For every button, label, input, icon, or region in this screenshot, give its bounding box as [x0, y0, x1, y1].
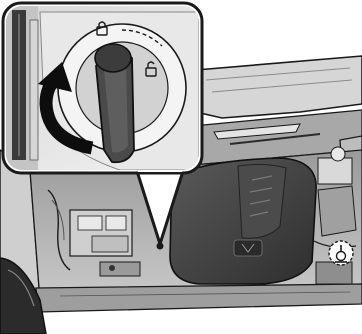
engine-cover — [170, 158, 316, 284]
front-bumper-support — [36, 284, 362, 312]
open-hood-panel — [196, 56, 362, 118]
padlock-marker-icon — [329, 241, 353, 265]
